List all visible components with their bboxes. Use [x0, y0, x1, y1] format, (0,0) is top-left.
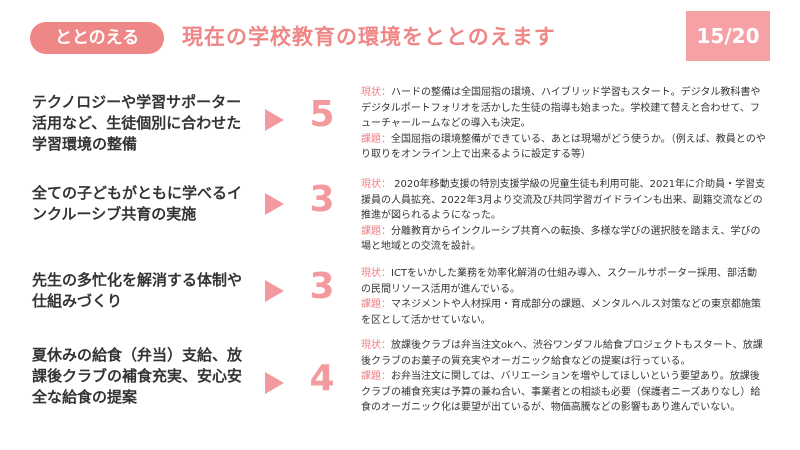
- policy-row: 先生の多忙化を解消する体制や仕組みづくり 3 現状：ICTをいかした業務を効率化…: [0, 262, 800, 326]
- policy-score: 3: [309, 179, 335, 220]
- section-tag: ととのえる: [30, 22, 164, 54]
- issue-label: 課題：: [361, 133, 391, 145]
- issue-text: 分離教育からインクルーシブ共育への転換、多様な学びの選択肢を踏まえ、学びの場と地…: [361, 225, 761, 253]
- policy-score: 4: [309, 358, 335, 399]
- page-number-badge: 15/20: [686, 11, 770, 61]
- policy-description: 現状：ICTをいかした業務を効率化解消の仕組み導入、スクールサポーター採用、部活…: [361, 266, 766, 328]
- status-label: 現状：: [361, 268, 391, 279]
- policy-description: 現状：放課後クラブは弁当注文okへ、渋谷ワンダフル給食プロジェクトもスタート、放…: [361, 338, 766, 416]
- policy-topic: 全ての子どもがともに学べるインクルーシブ共育の実施: [32, 184, 243, 223]
- policy-description: 現状： 2020年移動支援の特別支援学級の児童生徒も利用可能、2021年に介助員…: [361, 177, 766, 255]
- issue-text: 全国屈指の環境整備ができている、あとは現場がどう使うか。（例えば、教員とのやり取…: [361, 133, 766, 161]
- policy-row: 夏休みの給食（弁当）支給、放課後クラブの補食充実、安心安全な給食の提案 4 現状…: [0, 335, 800, 445]
- issue-text: マネジメントや人材採用・育成部分の課題、メンタルヘルス対策などの東京都施策を区と…: [361, 299, 761, 326]
- arrow-right-icon: [265, 372, 284, 394]
- status-text: 放課後クラブは弁当注文okへ、渋谷ワンダフル給食プロジェクトもスタート、放課後ク…: [361, 340, 763, 367]
- status-text: ICTをいかした業務を効率化解消の仕組み導入、スクールサポーター採用、部活動の民…: [361, 268, 758, 295]
- policy-topic: 先生の多忙化を解消する体制や仕組みづくり: [32, 271, 243, 310]
- page-title: 現在の学校教育の環境をととのえます: [182, 25, 556, 49]
- policy-topic: テクノロジーや学習サポーター活用など、生徒個別に合わせた学習環境の整備: [32, 93, 242, 153]
- issue-label: 課題：: [361, 371, 391, 382]
- status-label: 現状：: [361, 340, 391, 351]
- arrow-right-icon: [265, 280, 284, 302]
- status-text: ハードの整備は全国屈指の環境、ハイブリッド学習もスタート。デジタル教科書やデジタ…: [361, 87, 761, 129]
- policy-score: 5: [309, 94, 335, 135]
- arrow-right-icon: [265, 193, 284, 215]
- issue-text: お弁当注文に関しては、バリエーションを増やしてほしいという要望あり。放課後クラブ…: [361, 371, 761, 413]
- status-text: 2020年移動支援の特別支援学級の児童生徒も利用可能、2021年に介助員・学習支…: [361, 179, 766, 221]
- policy-row: 全ての子どもがともに学べるインクルーシブ共育の実施 3 現状： 2020年移動支…: [0, 175, 800, 255]
- issue-label: 課題：: [361, 225, 391, 237]
- arrow-right-icon: [265, 109, 284, 131]
- issue-label: 課題：: [361, 299, 391, 310]
- policy-row: テクノロジーや学習サポーター活用など、生徒個別に合わせた学習環境の整備 5 現状…: [0, 85, 800, 166]
- policy-description: 現状：ハードの整備は全国屈指の環境、ハイブリッド学習もスタート。デジタル教科書や…: [361, 85, 766, 163]
- policy-score: 3: [309, 266, 335, 307]
- policy-topic: 夏休みの給食（弁当）支給、放課後クラブの補食充実、安心安全な給食の提案: [32, 346, 243, 406]
- status-label: 現状：: [361, 87, 391, 98]
- status-label: 現状：: [361, 179, 391, 190]
